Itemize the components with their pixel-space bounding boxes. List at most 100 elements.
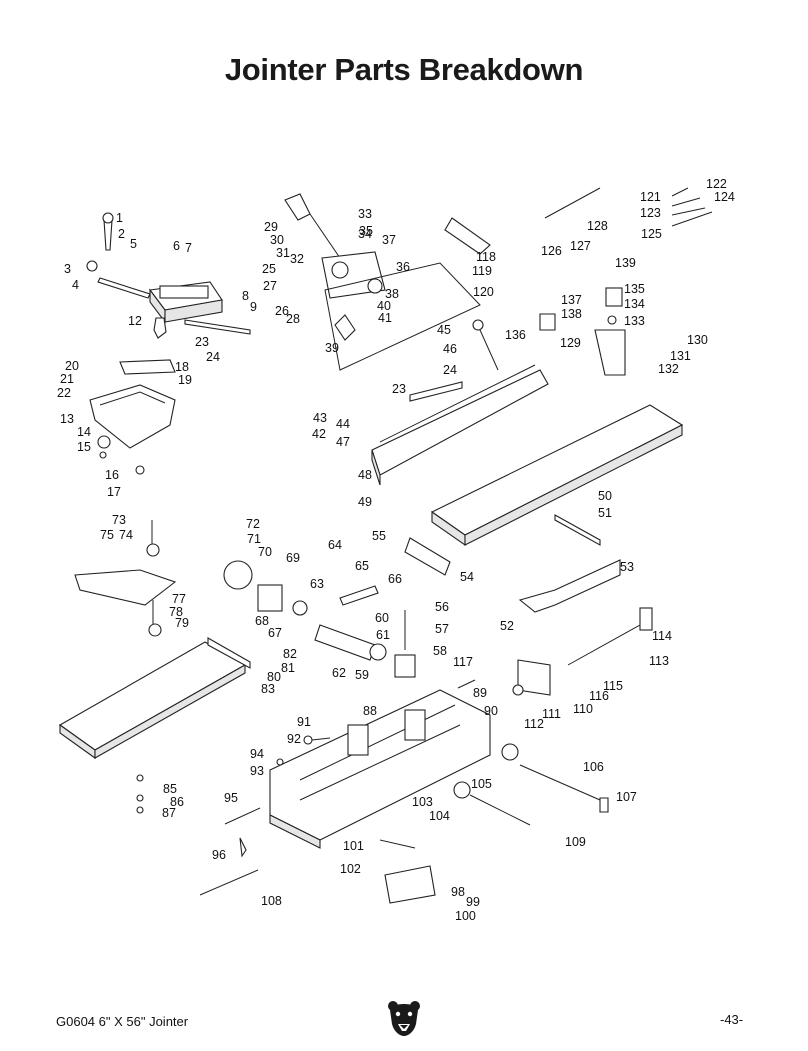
part-callout-2: 2 xyxy=(118,227,125,241)
part-callout-87: 87 xyxy=(162,806,176,820)
part-callout-132: 132 xyxy=(658,362,679,376)
part-callout-98: 98 xyxy=(451,885,465,899)
part-callout-94: 94 xyxy=(250,747,264,761)
part-callout-95: 95 xyxy=(224,791,238,805)
part-outlines xyxy=(58,187,713,904)
part-callout-22: 22 xyxy=(57,386,71,400)
part-callout-23: 23 xyxy=(195,335,209,349)
part-callout-64: 64 xyxy=(328,538,342,552)
part-callout-100: 100 xyxy=(455,909,476,923)
bear-head-icon xyxy=(388,1001,420,1036)
part-callout-35: 35 xyxy=(359,224,373,238)
footer-model-label: G0604 6" X 56" Jointer xyxy=(56,1014,189,1029)
part-callout-25: 25 xyxy=(262,262,276,276)
part-callout-139: 139 xyxy=(615,256,636,270)
part-callout-127: 127 xyxy=(570,239,591,253)
part-callout-116: 116 xyxy=(589,689,609,703)
part-callout-104: 104 xyxy=(429,809,450,823)
part-callout-120: 120 xyxy=(473,285,494,299)
part-callout-85: 85 xyxy=(163,782,177,796)
part-callout-13: 13 xyxy=(60,412,74,426)
part-callout-71: 71 xyxy=(247,532,261,546)
part-callout-4: 4 xyxy=(72,278,79,292)
part-callout-81: 81 xyxy=(281,661,295,675)
part-callout-135: 135 xyxy=(624,282,645,296)
part-callout-20: 20 xyxy=(65,359,79,373)
part-callout-117: 117 xyxy=(453,655,473,669)
part-callout-112: 112 xyxy=(524,717,544,731)
part-callout-26: 26 xyxy=(275,304,289,318)
part-callout-82: 82 xyxy=(283,647,297,661)
part-callout-15: 15 xyxy=(77,440,91,454)
part-callout-54: 54 xyxy=(460,570,474,584)
part-callout-125: 125 xyxy=(641,227,662,241)
part-callout-18: 18 xyxy=(175,360,189,374)
part-callout-80: 80 xyxy=(267,670,281,684)
part-callout-16: 16 xyxy=(105,468,119,482)
part-callout-121: 121 xyxy=(640,190,661,204)
part-callout-90: 90 xyxy=(484,704,498,718)
part-callout-24: 24 xyxy=(206,350,220,364)
part-callout-89: 89 xyxy=(473,686,487,700)
part-callout-74: 74 xyxy=(119,528,133,542)
part-callout-79: 79 xyxy=(175,616,189,630)
part-callout-40: 40 xyxy=(377,299,391,313)
part-callout-45: 45 xyxy=(437,323,451,337)
part-callout-86: 86 xyxy=(170,795,184,809)
part-callout-110: 110 xyxy=(573,702,593,716)
part-callout-48: 48 xyxy=(358,468,372,482)
part-callout-47: 47 xyxy=(336,435,350,449)
part-callout-109: 109 xyxy=(565,835,586,849)
part-callout-28: 28 xyxy=(286,312,300,326)
part-callout-34: 34 xyxy=(358,227,372,241)
part-callout-21: 21 xyxy=(60,372,74,386)
part-callout-61: 61 xyxy=(376,628,390,642)
part-callout-39: 39 xyxy=(325,341,339,355)
part-callout-119: 119 xyxy=(472,264,492,278)
part-callout-62: 62 xyxy=(332,666,346,680)
part-callout-68: 68 xyxy=(255,614,269,628)
part-callout-70: 70 xyxy=(258,545,272,559)
part-callout-115: 115 xyxy=(603,679,623,693)
part-callout-27: 27 xyxy=(263,279,277,293)
part-callout-58: 58 xyxy=(433,644,447,658)
part-callout-41: 41 xyxy=(378,311,392,325)
part-callout-114: 114 xyxy=(652,629,672,643)
part-callout-53: 53 xyxy=(620,560,634,574)
part-callout-49: 49 xyxy=(358,495,372,509)
part-callout-107: 107 xyxy=(616,790,637,804)
part-callout-88: 88 xyxy=(363,704,377,718)
part-callout-23: 23 xyxy=(392,382,406,396)
part-callout-8: 8 xyxy=(242,289,249,303)
part-callout-133: 133 xyxy=(624,314,645,328)
part-callout-9: 9 xyxy=(250,300,257,314)
part-callout-102: 102 xyxy=(340,862,361,876)
part-callout-59: 59 xyxy=(355,668,369,682)
part-callout-103: 103 xyxy=(412,795,433,809)
part-callout-32: 32 xyxy=(290,252,304,266)
part-callout-56: 56 xyxy=(435,600,449,614)
part-callout-83: 83 xyxy=(261,682,275,696)
part-callout-44: 44 xyxy=(336,417,350,431)
page-title: Jointer Parts Breakdown xyxy=(224,52,584,87)
part-callout-46: 46 xyxy=(443,342,457,356)
part-callout-17: 17 xyxy=(107,485,121,499)
part-callout-52: 52 xyxy=(500,619,514,633)
part-callout-101: 101 xyxy=(343,839,364,853)
part-callout-130: 130 xyxy=(687,333,708,347)
part-callout-73: 73 xyxy=(112,513,126,527)
part-callout-63: 63 xyxy=(310,577,324,591)
part-callout-51: 51 xyxy=(598,506,612,520)
part-callout-14: 14 xyxy=(77,425,91,439)
part-callout-91: 91 xyxy=(297,715,311,729)
part-callout-123: 123 xyxy=(640,206,661,220)
part-callout-69: 69 xyxy=(286,551,300,565)
part-callout-60: 60 xyxy=(375,611,389,625)
part-callout-136: 136 xyxy=(505,328,526,342)
part-callout-12: 12 xyxy=(128,314,142,328)
part-callout-137: 137 xyxy=(561,293,582,307)
part-callout-67: 67 xyxy=(268,626,282,640)
part-callout-5: 5 xyxy=(130,237,137,251)
page-number: -43- xyxy=(720,1012,744,1027)
